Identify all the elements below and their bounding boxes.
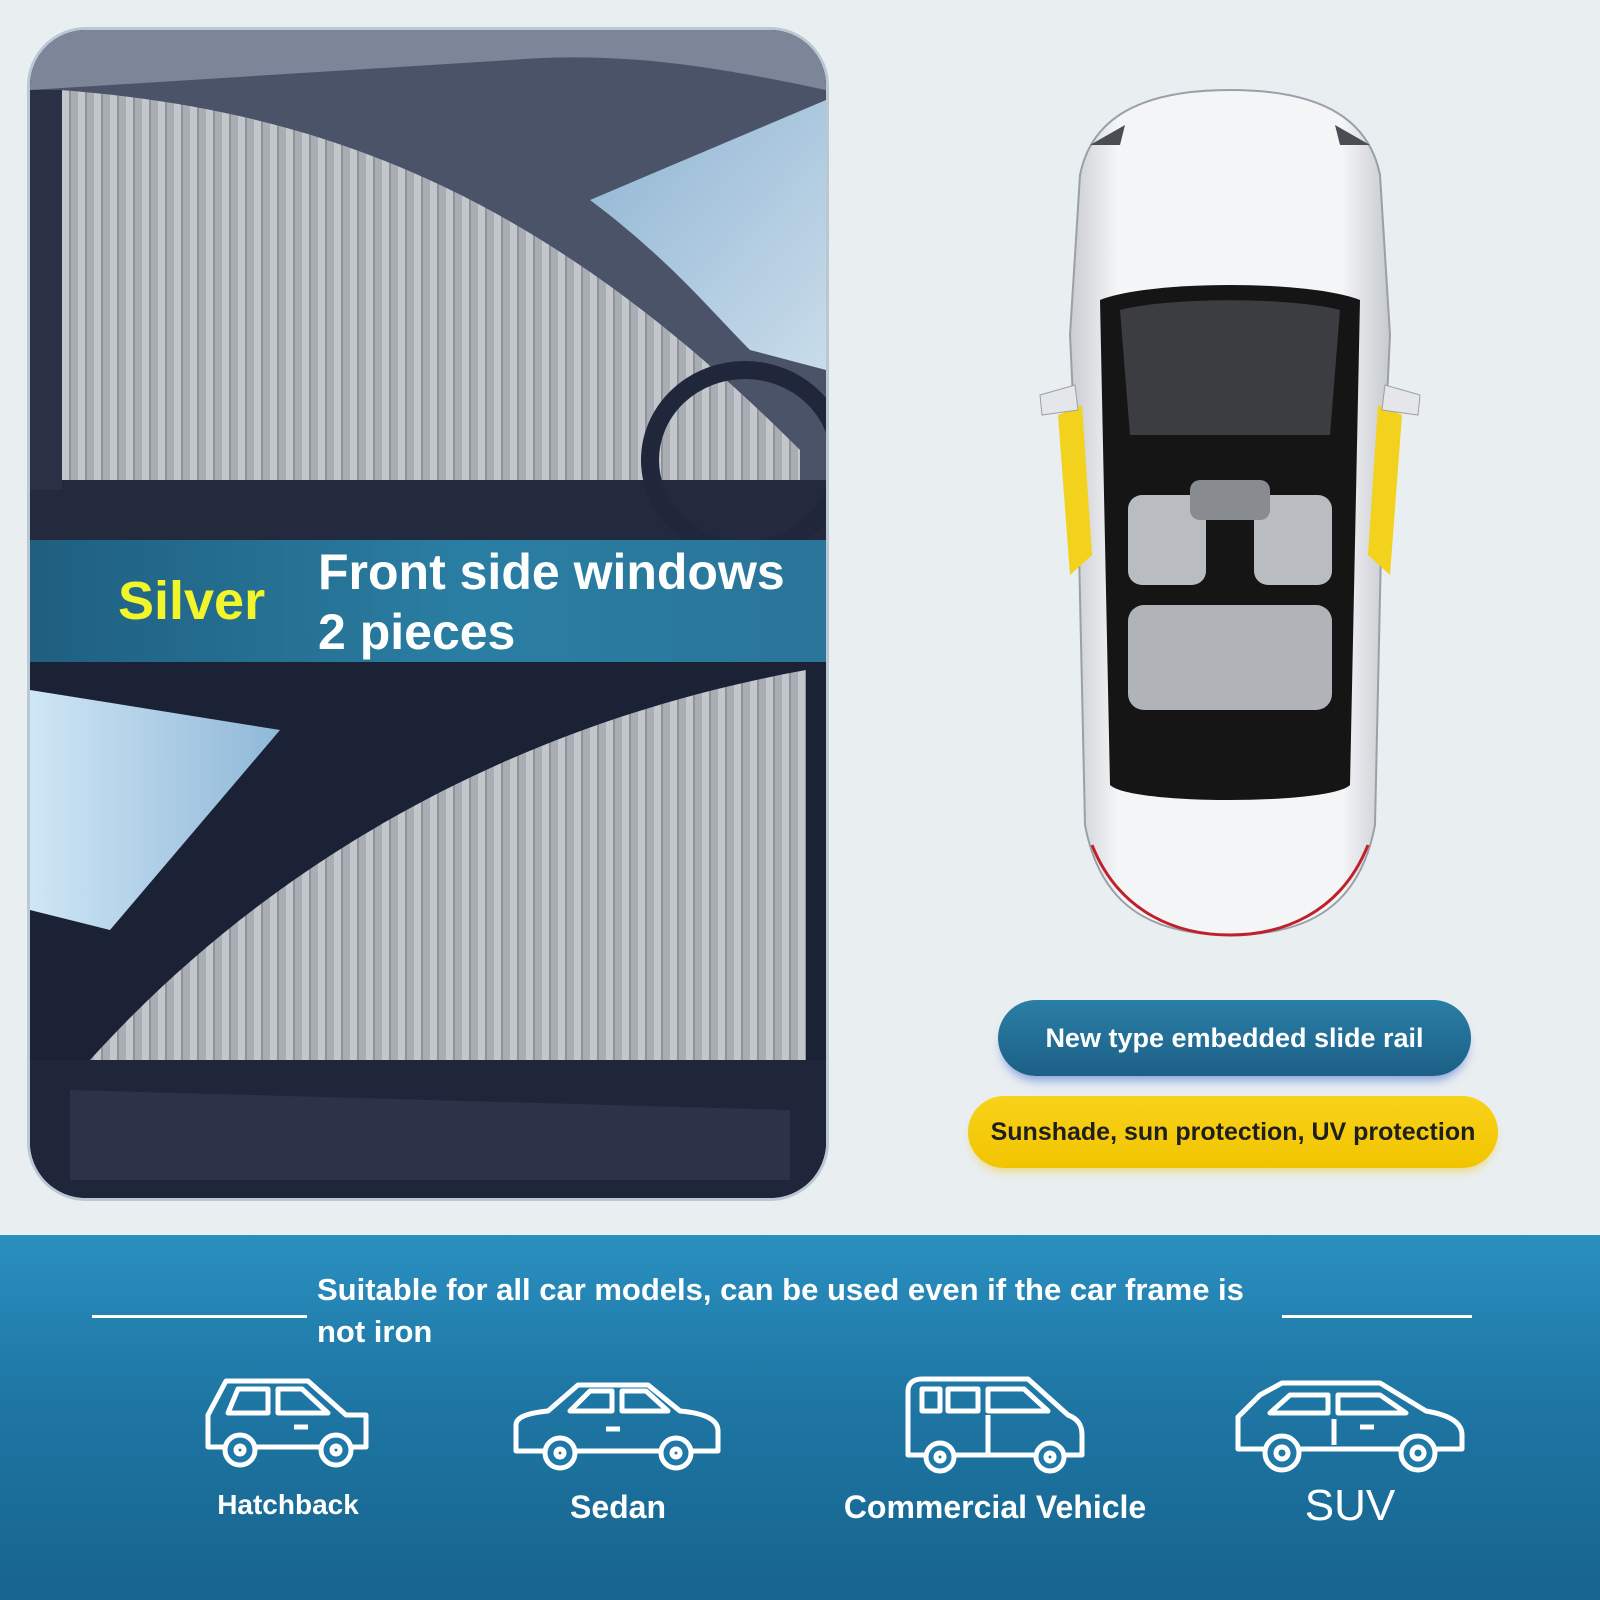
- vehicle-suv: SUV: [1230, 1375, 1470, 1531]
- van-icon: [905, 1376, 1085, 1474]
- protection-badge: Sunshade, sun protection, UV protection: [968, 1096, 1498, 1168]
- product-title: Front side windows 2 pieces: [318, 542, 785, 662]
- product-photo-panel: Silver Front side windows 2 pieces: [30, 30, 826, 1198]
- compatibility-headline: Suitable for all car models, can be used…: [317, 1272, 1244, 1349]
- divider-left: [92, 1315, 307, 1318]
- vehicle-label-sedan: Sedan: [569, 1489, 667, 1525]
- vehicle-commercial: Commercial Vehicle: [830, 1375, 1160, 1526]
- sedan-icon: [513, 1382, 721, 1471]
- car-interior-photo: [30, 30, 826, 1198]
- car-top-view-icon: [1039, 88, 1421, 937]
- slide-rail-badge: New type embedded slide rail: [998, 1000, 1471, 1076]
- vehicle-label-hatchback: Hatchback: [217, 1489, 359, 1520]
- divider-right: [1282, 1315, 1472, 1318]
- suv-icon: [1235, 1380, 1465, 1473]
- product-title-line-2: 2 pieces: [318, 604, 516, 660]
- vehicle-sedan: Sedan: [508, 1375, 728, 1526]
- product-label-band: Silver Front side windows 2 pieces: [30, 540, 826, 662]
- color-label: Silver: [118, 571, 266, 631]
- vehicle-label-commercial: Commercial Vehicle: [843, 1489, 1147, 1525]
- vehicle-hatchback: Hatchback: [198, 1375, 378, 1521]
- vehicle-label-suv: SUV: [1304, 1481, 1396, 1530]
- compatibility-banner: Suitable for all car models, can be used…: [0, 1235, 1600, 1600]
- car-top-view-illustration: [1030, 85, 1430, 955]
- product-title-line-1: Front side windows: [318, 544, 785, 600]
- hatchback-icon: [205, 1378, 369, 1468]
